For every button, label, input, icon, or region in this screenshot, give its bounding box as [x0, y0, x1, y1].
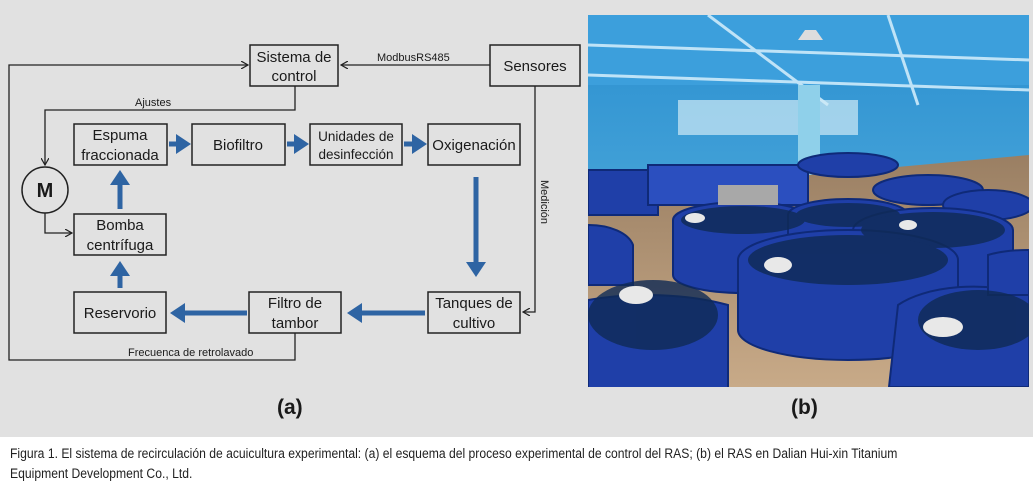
node-tanks: cultivo [453, 315, 496, 332]
modbus-label: ModbusRS485 [377, 52, 450, 64]
motor-node: M [37, 180, 54, 202]
caption-line: Figura 1. El sistema de recirculación de… [10, 446, 898, 461]
node-pump: centrífuga [87, 237, 154, 254]
node-drum-filter: Filtro de [268, 295, 322, 312]
caption-line: Equipment Development Co., Ltd. [10, 466, 193, 481]
node-disinfection: desinfección [318, 147, 393, 162]
figure-caption: Figura 1. El sistema de recirculación de… [10, 444, 1014, 484]
node-sensors: Sensores [503, 58, 566, 75]
node-reservoir: Reservorio [84, 305, 157, 322]
panel-label-b: (b) [791, 396, 818, 419]
backwash-label: Frecuenca de retrolavado [128, 347, 253, 359]
node-oxygenation: Oxigenación [432, 137, 515, 154]
measurement-line [523, 86, 536, 312]
node-control: Sistema de [256, 49, 331, 66]
node-disinfection: Unidades de [318, 129, 394, 144]
measurement-label: Medición [538, 180, 550, 224]
node-tanks: Tanques de [435, 295, 513, 312]
ras-facility-photo [588, 15, 1029, 387]
adjustments-line [45, 86, 296, 165]
panel-label-a: (a) [277, 396, 303, 419]
node-control: control [271, 68, 316, 85]
feedback-line [8, 65, 296, 361]
node-biofilter: Biofiltro [213, 137, 263, 154]
motor-pump-line [44, 213, 72, 233]
node-drum-filter: tambor [272, 315, 319, 332]
process-diagram: Sistema de control Sensores Espuma fracc… [8, 44, 581, 361]
adjustments-label: Ajustes [135, 97, 172, 109]
node-foam: Espuma [92, 127, 148, 144]
node-pump: Bomba [96, 217, 144, 234]
node-foam: fraccionada [81, 147, 159, 164]
